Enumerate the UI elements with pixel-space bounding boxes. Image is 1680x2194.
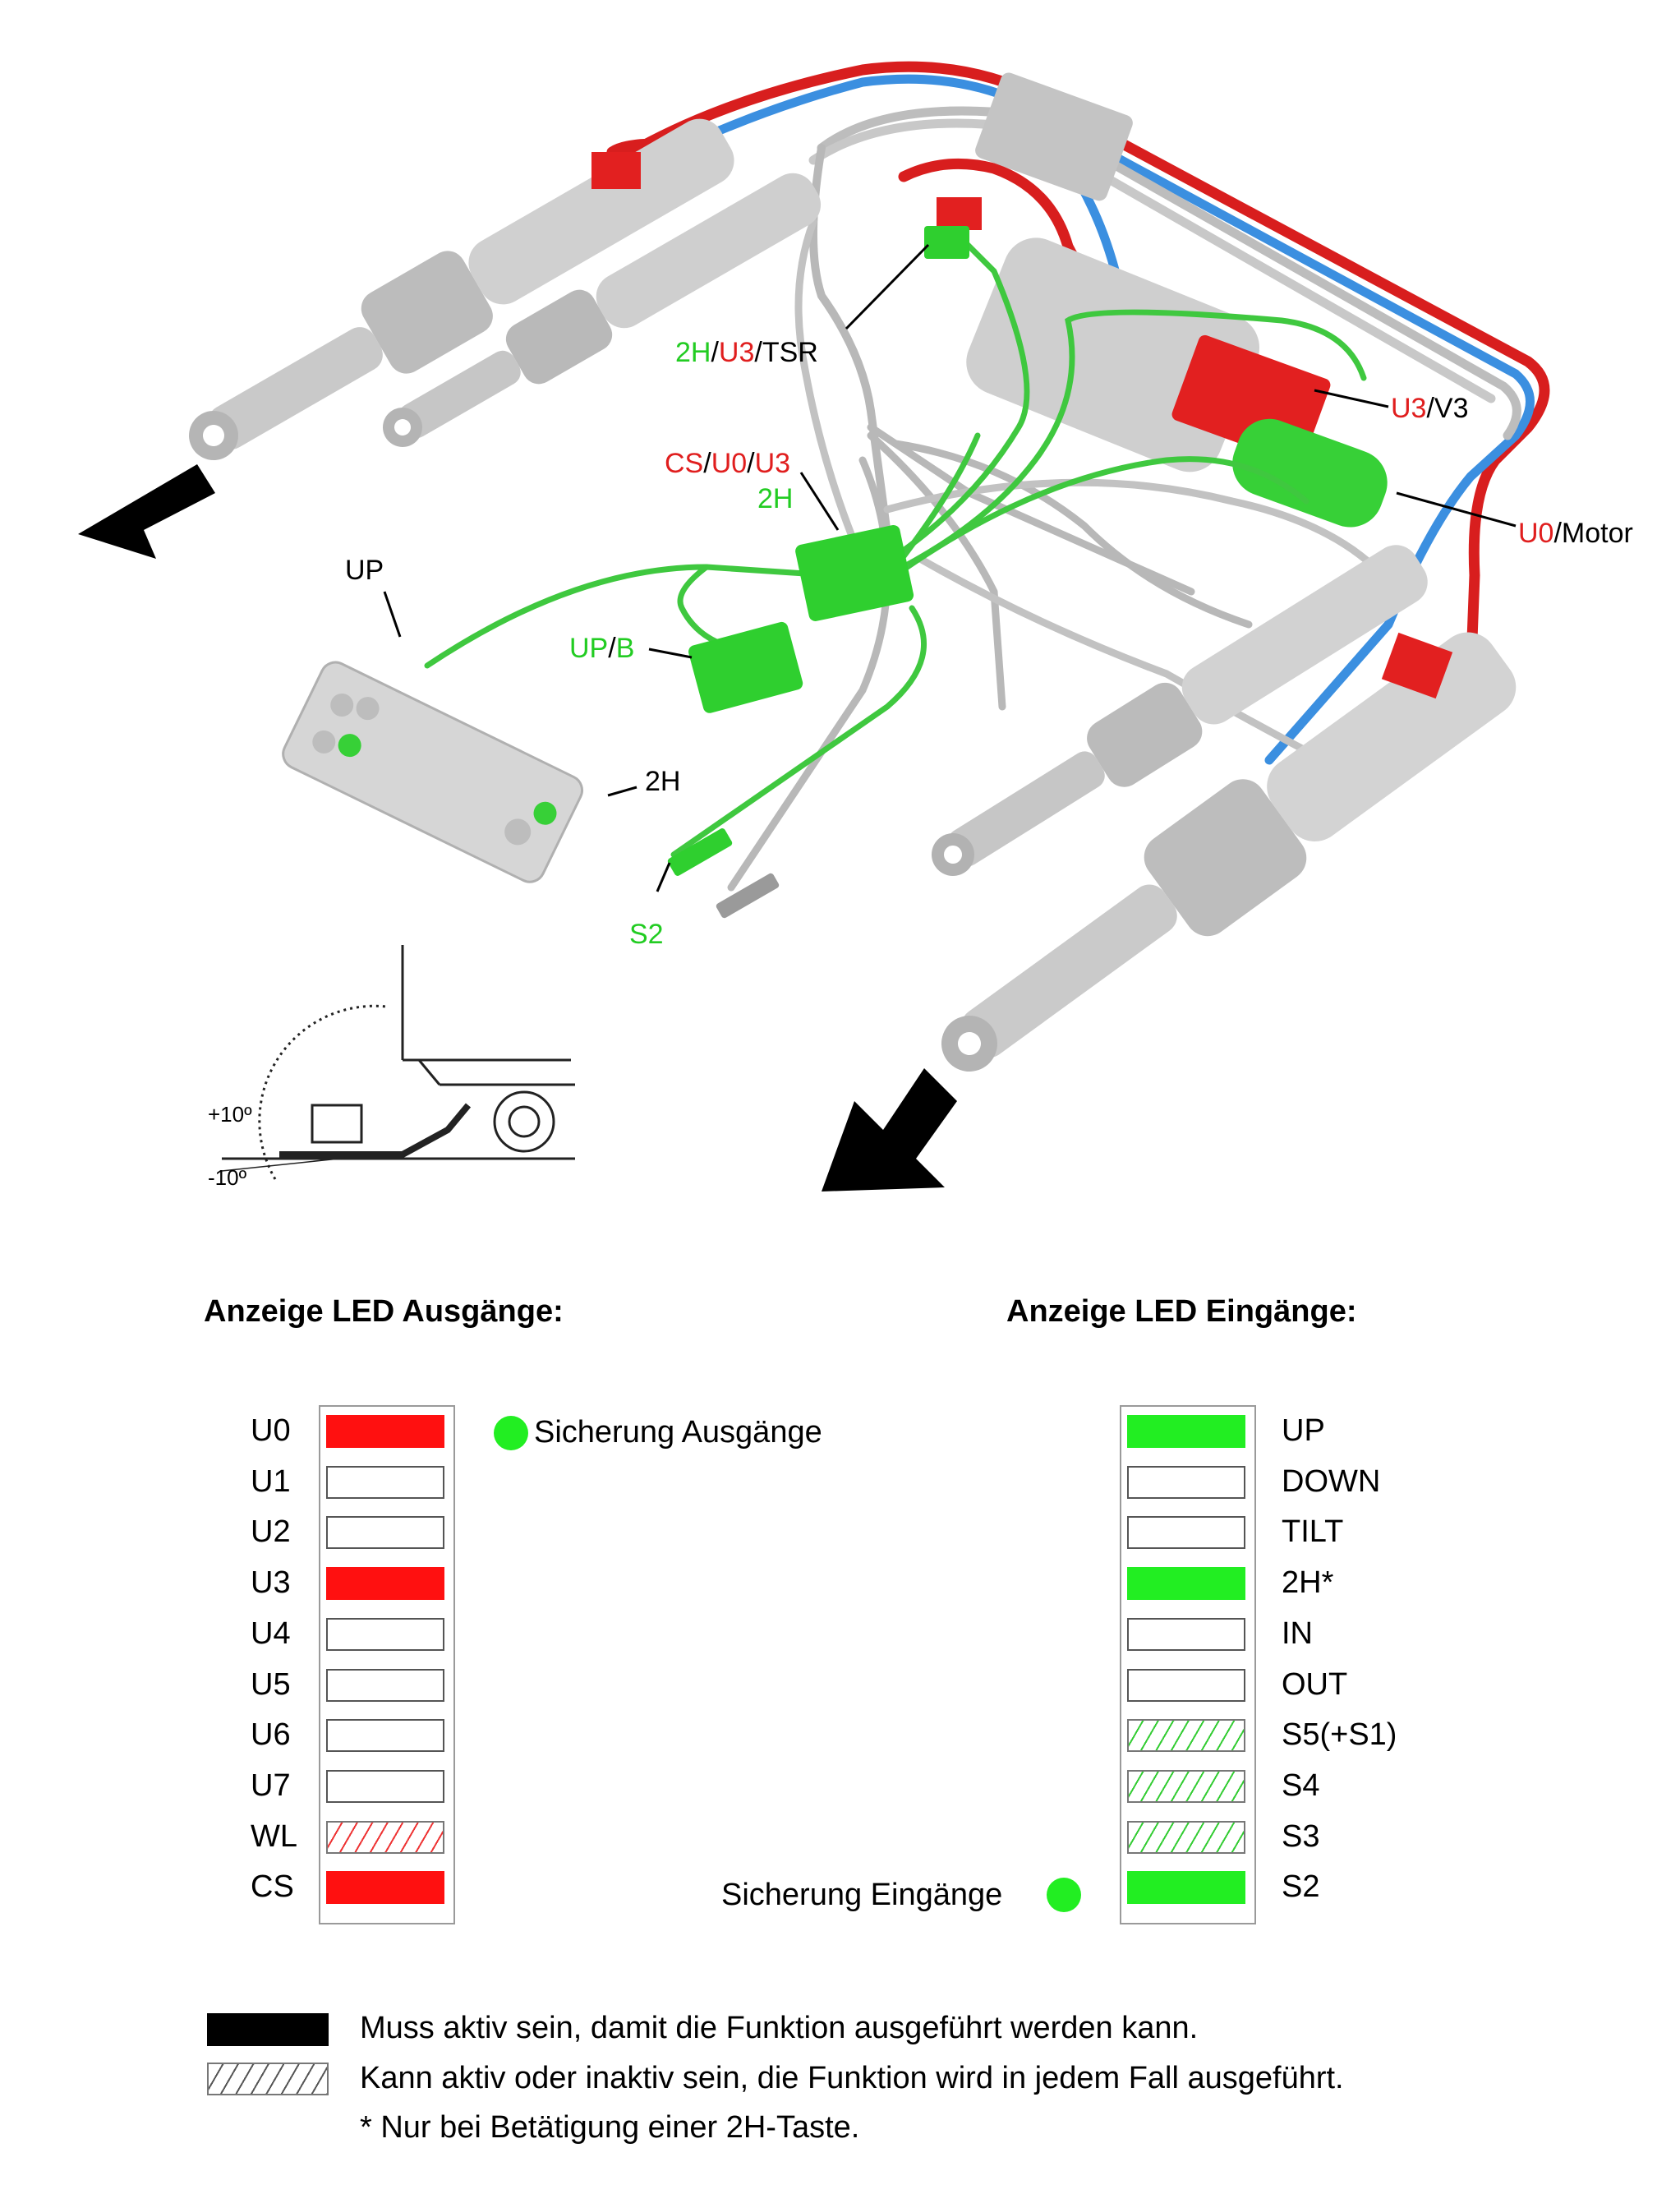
output-label-u4: U4 xyxy=(251,1616,291,1651)
callout-remote-2h: 2H xyxy=(645,766,680,797)
output-label-u1: U1 xyxy=(251,1463,291,1499)
input-label-s2: S2 xyxy=(1282,1869,1320,1905)
output-label-u2: U2 xyxy=(251,1514,291,1550)
arrow-bottom xyxy=(822,1068,957,1191)
input-led-s2 xyxy=(1127,1871,1245,1905)
input-led-up xyxy=(1127,1415,1245,1448)
input-label-s3: S3 xyxy=(1282,1818,1320,1854)
fuse-outputs-indicator xyxy=(494,1416,528,1450)
input-led-s3 xyxy=(1127,1820,1245,1854)
callout-motor: U0/Motor xyxy=(1518,518,1633,549)
input-label-tilt: TILT xyxy=(1282,1514,1344,1550)
fuse-inputs-label: Sicherung Eingänge xyxy=(721,1878,1003,1912)
output-led-u7 xyxy=(326,1769,444,1803)
input-led-2h xyxy=(1127,1567,1245,1601)
motor-green xyxy=(1232,418,1388,528)
input-label-s5s1: S5(+S1) xyxy=(1282,1717,1397,1753)
output-label-u5: U5 xyxy=(251,1666,291,1702)
input-label-in: IN xyxy=(1282,1616,1313,1651)
outputs-title: Anzeige LED Ausgänge: xyxy=(204,1294,564,1329)
input-led-out xyxy=(1127,1668,1245,1702)
callout-up-b: UP/B xyxy=(569,633,634,664)
callout-s2: S2 xyxy=(629,919,664,950)
callout-cs-2h: 2H xyxy=(757,483,793,514)
output-led-wl xyxy=(326,1820,444,1854)
fuse-outputs-label: Sicherung Ausgänge xyxy=(534,1415,822,1450)
output-led-u2 xyxy=(326,1516,444,1550)
input-led-down xyxy=(1127,1465,1245,1499)
angle-minus-label: -10º xyxy=(208,1165,247,1190)
gray-sensor xyxy=(716,873,780,919)
up-button-box xyxy=(688,621,803,713)
input-label-up: UP xyxy=(1282,1413,1325,1448)
input-label-out: OUT xyxy=(1282,1666,1348,1702)
angle-plus-label: +10º xyxy=(208,1102,252,1127)
tsr-sensor xyxy=(924,226,969,259)
legend-note: * Nur bei Betätigung einer 2H-Taste. xyxy=(360,2110,860,2145)
output-label-u3: U3 xyxy=(251,1565,291,1601)
legend-optional-swatch xyxy=(207,2063,329,2095)
inputs-title: Anzeige LED Eingänge: xyxy=(1006,1294,1357,1329)
output-label-u7: U7 xyxy=(251,1768,291,1803)
hydraulic-system-diagram: 2H/U3/TSR U3/V3 CS/U0/U3 2H U0/Motor UP … xyxy=(78,61,1633,1191)
input-led-in xyxy=(1127,1617,1245,1651)
output-label-u0: U0 xyxy=(251,1413,291,1448)
callout-up: UP xyxy=(345,555,384,586)
legend-optional-text: Kann aktiv oder inaktiv sein, die Funkti… xyxy=(360,2061,1344,2095)
input-label-s4: S4 xyxy=(1282,1768,1320,1803)
output-led-u5 xyxy=(326,1668,444,1702)
output-label-wl: WL xyxy=(251,1818,297,1854)
callout-cs-u0-u3: CS/U0/U3 xyxy=(665,448,790,479)
input-led-tilt xyxy=(1127,1516,1245,1550)
red-connector-2 xyxy=(1381,632,1453,699)
angle-sketch xyxy=(221,945,575,1180)
red-connector-1 xyxy=(591,152,641,189)
callout-tsr: 2H/U3/TSR xyxy=(675,337,818,368)
input-label-2h: 2H* xyxy=(1282,1565,1334,1601)
output-led-u0 xyxy=(326,1415,444,1448)
fuse-inputs-indicator xyxy=(1047,1878,1081,1912)
remote-control xyxy=(282,661,584,883)
s2-sensor xyxy=(667,828,733,876)
output-led-cs xyxy=(326,1871,444,1905)
red-connector-3 xyxy=(937,197,982,230)
callout-lines xyxy=(383,243,1517,892)
callout-v3: U3/V3 xyxy=(1391,393,1469,424)
output-led-u1 xyxy=(326,1465,444,1499)
output-label-u6: U6 xyxy=(251,1717,291,1753)
legend-active-swatch xyxy=(207,2013,329,2046)
output-led-u6 xyxy=(326,1719,444,1753)
input-label-down: DOWN xyxy=(1282,1463,1381,1499)
output-led-u3 xyxy=(326,1567,444,1601)
input-led-s5s1 xyxy=(1127,1719,1245,1753)
green-cables xyxy=(424,227,1367,858)
arrow-left xyxy=(78,464,215,559)
input-led-s4 xyxy=(1127,1769,1245,1803)
legend-active-text: Muss aktiv sein, damit die Funktion ausg… xyxy=(360,2011,1199,2045)
control-unit xyxy=(795,525,914,621)
output-label-cs: CS xyxy=(251,1869,294,1905)
output-led-u4 xyxy=(326,1617,444,1651)
